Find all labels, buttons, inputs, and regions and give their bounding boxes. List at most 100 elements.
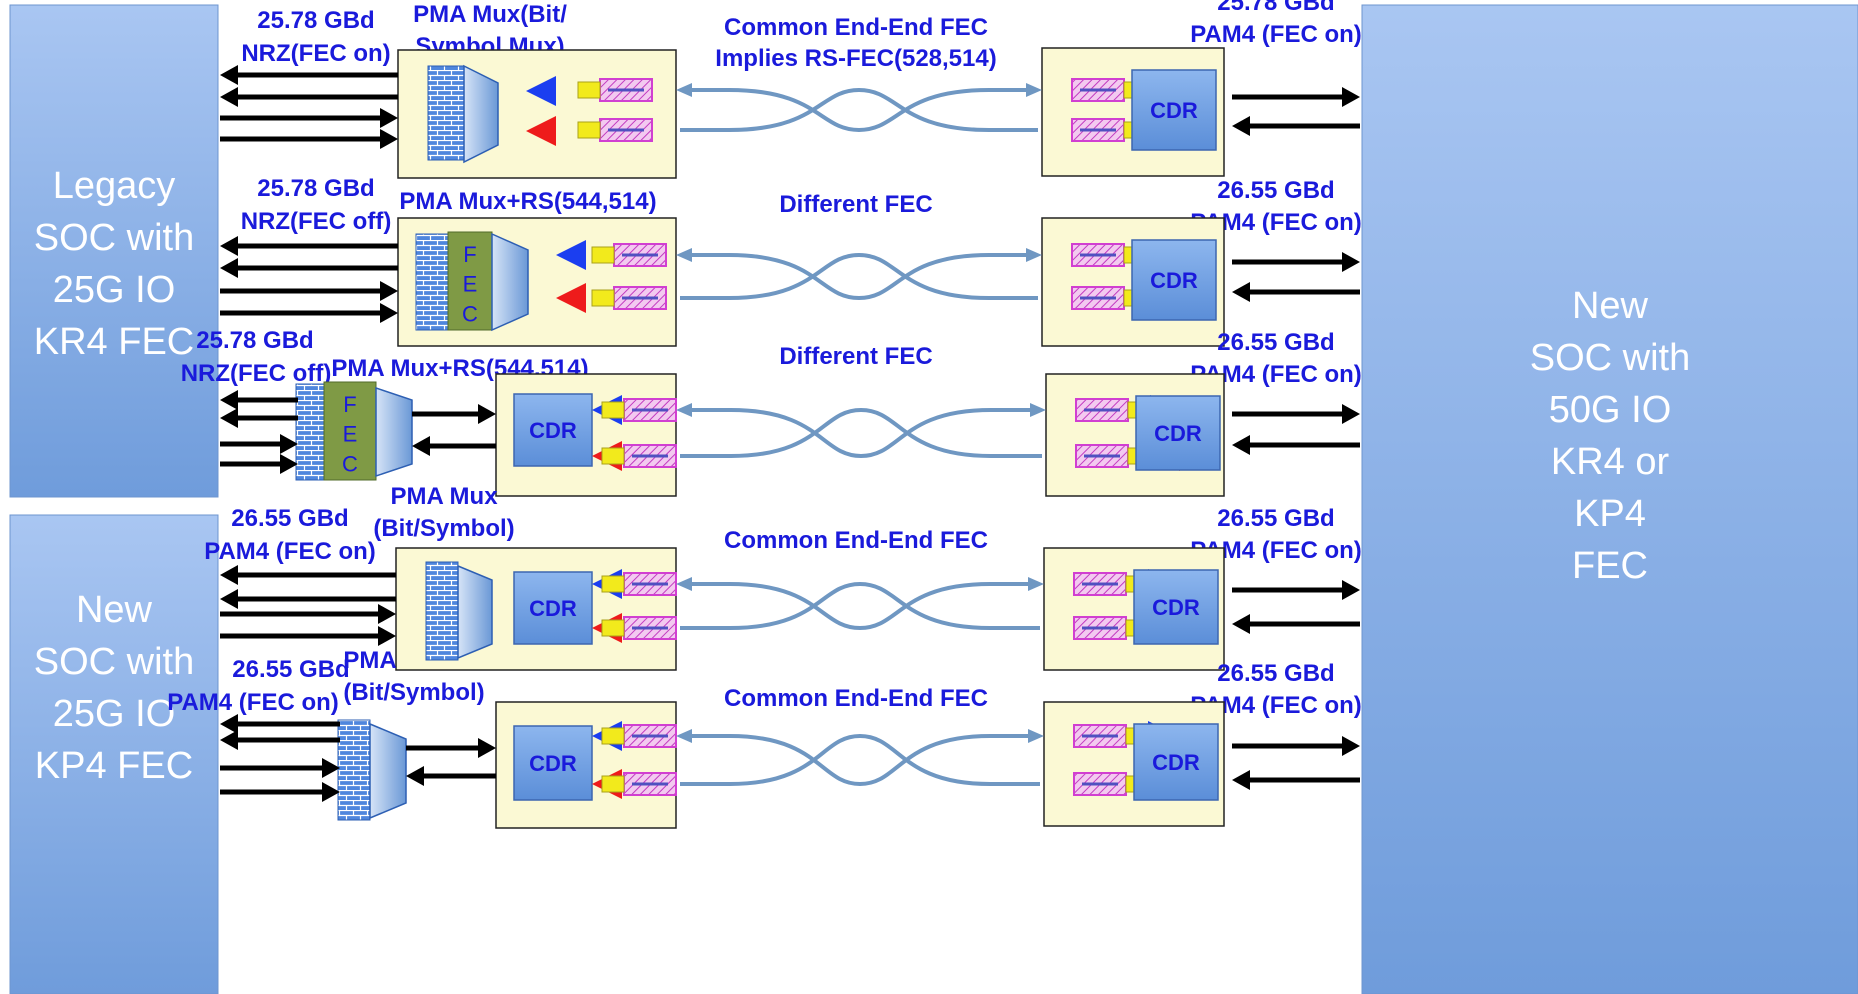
new-soc-50g-block-line-2: 50G IO — [1549, 389, 1672, 431]
row-2-fiber-link — [676, 248, 1042, 301]
row-1-right-cdr: CDR — [1131, 69, 1217, 151]
row-3-host-lane-1-head — [220, 408, 238, 428]
legacy-soc-block-line-0: Legacy — [53, 165, 176, 207]
row-5-left-rate-0: 26.55 GBd — [232, 656, 349, 683]
row-1-fiber-link-fiber-b — [680, 87, 1038, 132]
row-4-left-connector-bottom — [601, 616, 677, 640]
row-3-line-lane-in-head — [1232, 435, 1250, 455]
row-4-right-cdr: CDR — [1133, 569, 1219, 645]
row-5-host-arrow-in — [406, 766, 496, 786]
row-3-left-rate-1: NRZ(FEC off) — [181, 360, 332, 387]
row-2-line-lane-out — [1232, 252, 1360, 272]
row-4-right-rate-0: 26.55 GBd — [1217, 505, 1334, 532]
row-5-right-cdr-label: CDR — [1152, 750, 1200, 775]
row-2-fec-block-letter-e: E — [463, 272, 478, 297]
row-5-line-lane-in-head — [1232, 770, 1250, 790]
row-4-left-connector-top-ferrule — [601, 575, 625, 593]
row-2-host-lane-3 — [220, 303, 398, 323]
row-3-left-connector-bottom — [601, 444, 677, 468]
row-3-fiber-link — [676, 403, 1046, 459]
row-5-fiber-link-arrow-right — [1028, 729, 1044, 743]
row-3-fiber-link-arrow-left — [676, 403, 692, 417]
row-4-line-lane-out-head — [1342, 580, 1360, 600]
row-4-left-connector-top — [601, 572, 677, 596]
row-4-fiber-link-fiber-a — [692, 582, 1028, 631]
row-1-line-lane-out-head — [1342, 87, 1360, 107]
row-3-host-arrow-in — [412, 436, 496, 456]
row-2-fiber-link-fiber-b — [680, 252, 1038, 300]
row-1-host-lane-1-head — [220, 87, 238, 107]
row-1-fiber-link — [676, 83, 1042, 133]
row-5-left-connector-top-ferrule — [601, 727, 625, 745]
row-5-fiber-link-arrow-left — [676, 729, 692, 743]
new-soc-50g-block-line-0: New — [1572, 285, 1649, 327]
row-2-host-lane-0 — [220, 236, 398, 256]
row-1-host-lane-3 — [220, 129, 398, 149]
row-5-host-lane-0 — [220, 714, 340, 734]
row-1-link-label-1: Implies RS-FEC(528,514) — [715, 45, 996, 72]
row-3-host-lane-3-head — [280, 454, 298, 474]
row-3-left-cdr-box — [513, 393, 593, 467]
row-5-left-rate-1: PAM4 (FEC on) — [167, 689, 339, 716]
row-3-fec-block-box — [323, 381, 377, 481]
row-2-fec-block: FEC — [447, 231, 493, 331]
row-2-host-lane-2-head — [380, 281, 398, 301]
row-5-left-cdr: CDR — [513, 725, 593, 801]
row-4-left-rate-1: PAM4 (FEC on) — [204, 538, 376, 565]
row-4-host-lane-1 — [220, 589, 396, 609]
row-3-left-cdr-label: CDR — [529, 418, 577, 443]
row-5-host-lane-2-head — [322, 758, 340, 778]
row-4-host-lane-2 — [220, 604, 396, 624]
row-5-right-connector-bottom — [1073, 772, 1149, 796]
row-4-host-lane-0-head — [220, 565, 238, 585]
row-3-host-lane-2 — [220, 434, 298, 454]
row-2-fiber-link-fiber-a — [692, 253, 1026, 301]
row-2-host-lane-1-head — [220, 258, 238, 278]
row-5-host-lane-1 — [220, 730, 340, 750]
row-1-right-cdr-box — [1131, 69, 1217, 151]
legacy-soc-block — [9, 4, 219, 498]
row-5-fiber-link — [676, 729, 1044, 787]
row-1-mux-funnel — [463, 64, 499, 164]
row-3-host-arrow-out-head — [478, 404, 496, 424]
new-soc-25g-block-line-0: New — [76, 589, 153, 631]
row-3-left-cdr: CDR — [513, 393, 593, 467]
row-2-right-cdr: CDR — [1131, 239, 1217, 321]
row-3-right-cdr-label: CDR — [1154, 421, 1202, 446]
row-2-right-cdr-label: CDR — [1150, 268, 1198, 293]
row-3-left-connector-top-ferrule — [601, 401, 625, 419]
row-3-mux-brick-wall — [295, 383, 325, 481]
row-3-right-cdr: CDR — [1135, 395, 1221, 471]
row-3-line-lane-in — [1232, 435, 1360, 455]
row-2-module-label-0: PMA Mux+RS(544,514) — [399, 188, 656, 215]
row-2-host-lane-3-head — [380, 303, 398, 323]
row-3-link-label-0: Different FEC — [779, 343, 932, 370]
row-3-line-lane-out-head — [1342, 404, 1360, 424]
row-5-line-lane-out-head — [1342, 736, 1360, 756]
row-5-module-label-1: (Bit/Symbol) — [343, 679, 484, 706]
row-2-link-label-0: Different FEC — [779, 191, 932, 218]
row-3-host-lane-0-head — [220, 390, 238, 410]
new-soc-50g-block — [1361, 4, 1858, 994]
row-2-left-connector-bottom-ferrule — [591, 289, 615, 307]
row-5-left-connector-bottom — [601, 772, 677, 796]
row-3-host-arrow-out — [412, 404, 496, 424]
row-1-host-lane-0-head — [220, 65, 238, 85]
row-4-link-label-0: Common End-End FEC — [724, 527, 988, 554]
legacy-soc-block-line-2: 25G IO — [53, 269, 176, 311]
row-3-fec-block: FEC — [323, 381, 377, 481]
row-2-fiber-link-arrow-right — [1026, 248, 1042, 262]
row-1-left-connector-bottom — [577, 118, 653, 142]
row-2-left-connector-bottom — [591, 286, 667, 310]
row-3-host-lane-0 — [220, 390, 298, 410]
new-soc-25g-block-line-1: SOC with — [34, 641, 194, 683]
row-4-host-lane-3-head — [378, 626, 396, 646]
row-1-module-label-0: PMA Mux(Bit/ — [413, 1, 567, 28]
row-4-line-lane-out — [1232, 580, 1360, 600]
row-4-module-label-0: PMA Mux — [390, 483, 498, 510]
legacy-soc-block-line-1: SOC with — [34, 217, 194, 259]
row-1-right-rate-0: 25.78 GBd — [1217, 0, 1334, 16]
row-2-fiber-link-arrow-left — [676, 248, 692, 262]
